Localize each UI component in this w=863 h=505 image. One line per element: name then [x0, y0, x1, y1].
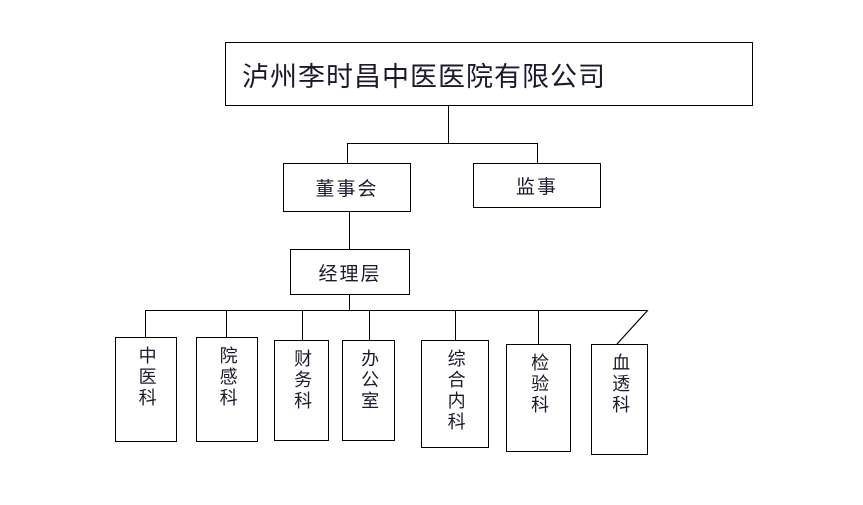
node-label-company: 泸州李时昌中医医院有限公司: [242, 61, 606, 93]
connector-drop-dept-finance: [302, 310, 303, 340]
connector-drop-board: [347, 143, 348, 164]
node-dept-infection[interactable]: 院感科: [196, 337, 258, 442]
node-dept-dialysis[interactable]: 血透科: [591, 344, 648, 455]
node-label-dept-internal-medicine: 综合内科: [444, 349, 466, 433]
connector-drop-supervisor: [537, 143, 538, 164]
node-board-of-directors[interactable]: 董事会: [283, 163, 411, 212]
connector-drop-dept-dialysis: [614, 310, 650, 344]
connector-level2-bus: [347, 143, 538, 144]
node-label-dept-dialysis: 血透科: [609, 353, 631, 416]
node-management[interactable]: 经理层: [290, 249, 410, 295]
node-label-dept-infection: 院感科: [216, 346, 238, 409]
connector-board-to-management: [349, 212, 350, 249]
node-label-board: 董事会: [315, 178, 379, 200]
node-label-dept-office: 办公室: [358, 349, 380, 412]
connector-drop-dept-infection: [226, 310, 227, 340]
connector-drop-dept-office: [369, 310, 370, 340]
connector-root-down: [448, 106, 449, 143]
connector-drop-dept-tcm: [145, 310, 146, 340]
node-company-root[interactable]: 泸州李时昌中医医院有限公司: [225, 42, 753, 106]
node-dept-tcm[interactable]: 中医科: [115, 337, 177, 442]
node-label-management: 经理层: [318, 262, 382, 285]
node-supervisor[interactable]: 监事: [473, 163, 601, 208]
node-label-dept-tcm: 中医科: [135, 346, 157, 409]
node-label-dept-finance: 财务科: [291, 349, 313, 412]
node-dept-laboratory[interactable]: 检验科: [506, 344, 571, 452]
node-dept-office[interactable]: 办公室: [342, 340, 395, 441]
connector-management-down: [349, 295, 350, 311]
node-dept-finance[interactable]: 财务科: [274, 340, 329, 441]
connector-departments-bus: [145, 310, 648, 311]
node-label-supervisor: 监事: [515, 176, 558, 198]
connector-drop-dept-lab: [538, 310, 539, 344]
node-dept-internal-medicine[interactable]: 综合内科: [421, 340, 489, 448]
node-label-dept-laboratory: 检验科: [528, 353, 550, 416]
connector-drop-dept-internal: [455, 310, 456, 340]
